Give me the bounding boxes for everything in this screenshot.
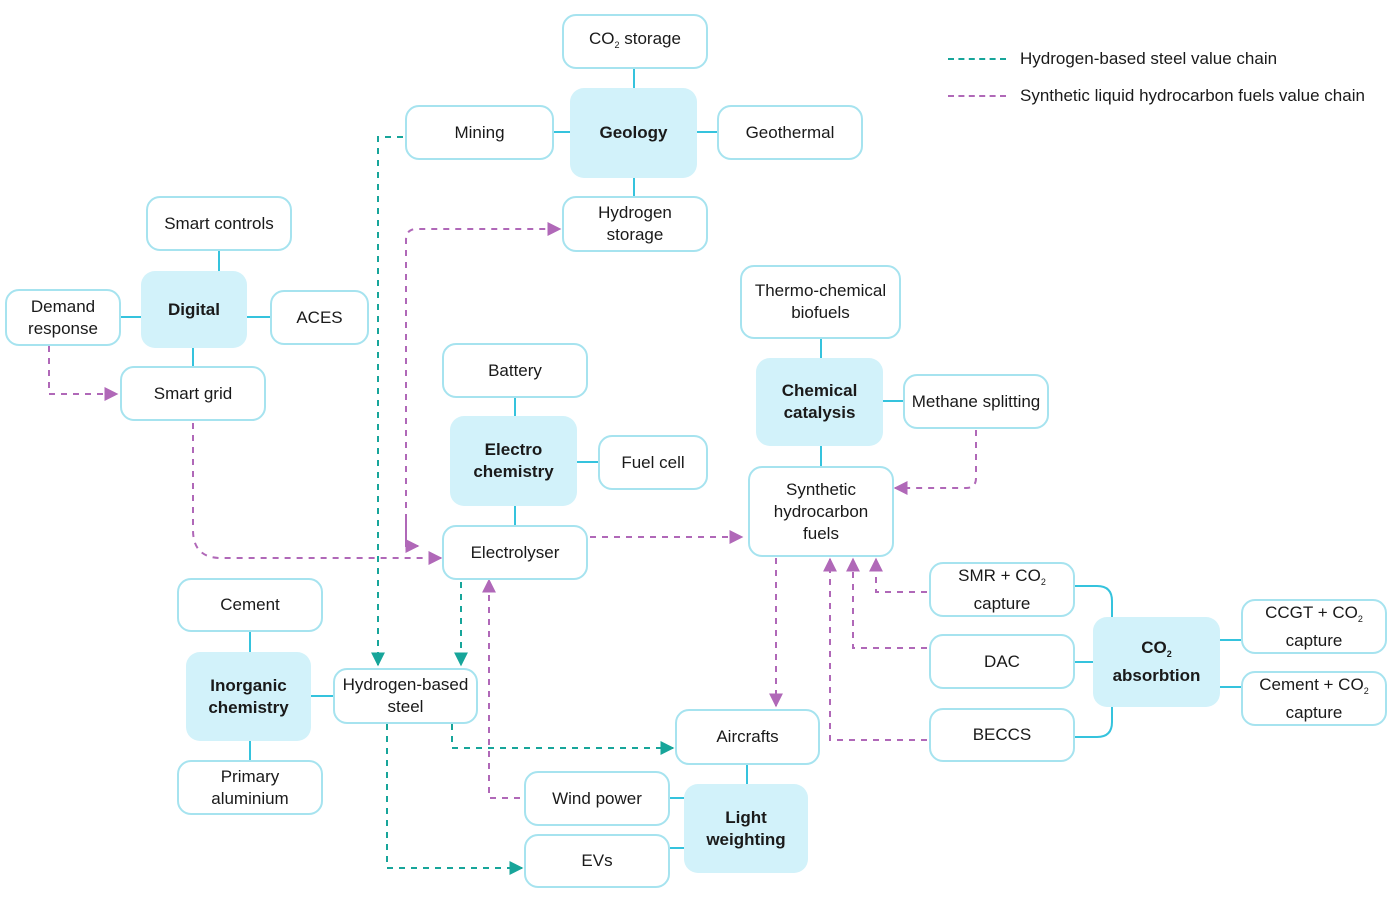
node-smart-grid: Smart grid: [120, 366, 266, 421]
node-smart-controls-label: Smart controls: [164, 213, 274, 233]
node-geothermal: Geothermal: [717, 105, 863, 160]
node-aircrafts-label: Aircrafts: [716, 727, 779, 746]
hub-inorganic-chemistry-label: Inorganic chemistry: [208, 675, 289, 717]
legend-steel-label: Hydrogen-based steel value chain: [1020, 49, 1278, 68]
hub-digital-label: Digital: [168, 299, 220, 319]
node-aces: ACES: [270, 290, 369, 345]
legend-fuels: Synthetic liquid hydrocarbon fuels value…: [948, 86, 1365, 106]
node-cement-co2-label: Cement + CO2 capture: [1259, 674, 1369, 722]
node-cement-co2: Cement + CO2 capture: [1241, 671, 1387, 726]
hub-inorganic-chemistry: Inorganic chemistry: [186, 652, 311, 741]
node-hydrogen-steel: Hydrogen-based steel: [333, 668, 478, 724]
fuels-wind-to-electrolyser: [482, 578, 520, 799]
node-synthetic-fuels: Synthetic hydrocarbon fuels: [748, 466, 894, 557]
node-beccs-label: BECCS: [972, 725, 1032, 744]
fuels-smartgrid-to-electrolyser: [192, 423, 443, 565]
node-battery: Battery: [442, 343, 588, 398]
node-beccs: BECCS: [929, 708, 1075, 762]
node-methane-splitting: Methane splitting: [903, 374, 1049, 429]
fuels-hstorage-to-electrolyser: [405, 520, 420, 553]
node-cement: Cement: [177, 578, 323, 632]
node-smart-grid-label: Smart grid: [153, 383, 233, 403]
link-co2-smr: [1075, 585, 1113, 617]
hub-light-weighting-label: Light weighting: [706, 807, 786, 849]
steel-steel-to-aircrafts: [451, 724, 675, 755]
node-geothermal-label: Geothermal: [745, 122, 835, 142]
node-wind-power: Wind power: [524, 771, 670, 826]
legend-fuels-swatch: [948, 95, 1006, 97]
node-demand-response-label: Demand response: [28, 296, 98, 338]
hub-chemical-catalysis-label: Chemical catalysis: [781, 381, 858, 422]
node-thermo-chemical-biofuels-label: Thermo-chemical biofuels: [754, 281, 887, 322]
node-hydrogen-storage-label: Hydrogen storage: [598, 203, 672, 244]
node-primary-aluminium-label: Primary aluminium: [211, 766, 289, 808]
hub-electrochemistry: Electro chemistry: [450, 416, 577, 506]
node-demand-response: Demand response: [5, 289, 121, 346]
node-dac: DAC: [929, 634, 1075, 689]
node-hydrogen-steel-label: Hydrogen-based steel: [342, 675, 469, 716]
node-smart-controls: Smart controls: [146, 196, 292, 251]
node-mining: Mining: [405, 105, 554, 160]
node-evs-label: EVs: [581, 851, 613, 870]
steel-mining-to-steel: [371, 136, 403, 667]
node-fuel-cell-label: Fuel cell: [621, 452, 685, 472]
fuels-chain-links: [48, 222, 977, 799]
node-primary-aluminium: Primary aluminium: [177, 760, 323, 815]
node-co2-storage: CO2 storage: [562, 14, 708, 69]
hub-electrochemistry-label: Electro chemistry: [473, 440, 554, 481]
legend-fuels-label: Synthetic liquid hydrocarbon fuels value…: [1020, 86, 1365, 105]
fuels-dac-to-synthetic: [846, 557, 927, 649]
node-ccgt-co2-label: CCGT + CO2 capture: [1265, 602, 1363, 650]
node-smr-co2: SMR + CO2 capture: [929, 562, 1075, 617]
node-dac-label: DAC: [984, 651, 1020, 671]
node-aircrafts: Aircrafts: [675, 709, 820, 765]
hub-light-weighting: Light weighting: [684, 784, 808, 873]
legend-steel: Hydrogen-based steel value chain: [948, 49, 1277, 69]
node-battery-label: Battery: [488, 360, 542, 380]
fuels-smr-to-synthetic: [869, 557, 927, 593]
node-smr-co2-label: SMR + CO2 capture: [958, 565, 1046, 613]
link-co2-beccs: [1075, 707, 1113, 738]
fuels-beccs-to-synthetic: [823, 557, 927, 741]
node-mining-label: Mining: [454, 122, 505, 142]
hub-geology: Geology: [570, 88, 697, 178]
hub-geology-label: Geology: [599, 123, 668, 142]
node-electrolyser-label: Electrolyser: [470, 542, 560, 562]
steel-chain-links: [371, 136, 675, 875]
hub-co2-absorption-label: CO2 absorbtion: [1112, 638, 1201, 685]
fuels-methane-to-synthetic: [893, 430, 977, 495]
solid-links: [121, 69, 1241, 849]
node-ccgt-co2: CCGT + CO2 capture: [1241, 599, 1387, 654]
hub-co2-absorption: CO2 absorbtion: [1093, 617, 1220, 707]
node-fuel-cell: Fuel cell: [598, 435, 708, 490]
node-cement-label: Cement: [220, 595, 280, 614]
hub-chemical-catalysis: Chemical catalysis: [756, 358, 883, 446]
node-evs: EVs: [524, 834, 670, 888]
fuels-electrolyser-to-hstorage: [405, 222, 562, 547]
node-synthetic-fuels-label: Synthetic hydrocarbon fuels: [773, 479, 869, 543]
node-electrolyser: Electrolyser: [442, 525, 588, 580]
node-aces-label: ACES: [296, 307, 343, 327]
legend-steel-swatch: [948, 58, 1006, 60]
hub-digital: Digital: [141, 271, 247, 348]
fuels-demand-to-smartgrid: [48, 346, 119, 401]
steel-steel-to-evs: [386, 724, 524, 875]
node-co2-storage-label: CO2 storage: [589, 28, 681, 50]
node-hydrogen-storage: Hydrogen storage: [562, 196, 708, 252]
node-wind-power-label: Wind power: [552, 788, 642, 808]
node-methane-splitting-label: Methane splitting: [911, 391, 1041, 411]
node-thermo-chemical-biofuels: Thermo-chemical biofuels: [740, 265, 901, 339]
